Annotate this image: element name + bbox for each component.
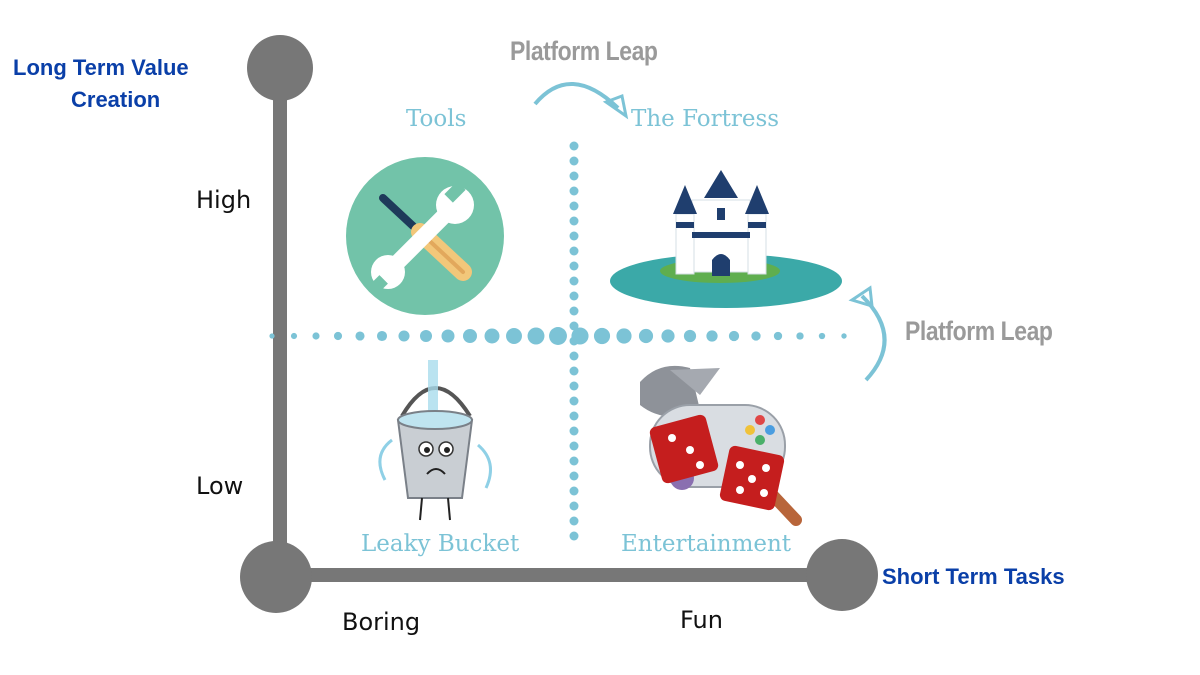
divider-dot [569, 246, 579, 256]
divider-dot [593, 327, 611, 345]
divider-dot [569, 471, 579, 481]
divider-dot [569, 516, 579, 526]
divider-dot [269, 333, 275, 339]
y-axis-title-line2: Creation [71, 87, 161, 112]
right-leap-arrow [848, 285, 887, 382]
divider-dot [818, 332, 826, 340]
y-axis-high-label: High [196, 186, 252, 214]
x-axis-title: Short Term Tasks [882, 564, 1065, 589]
divider-dot [569, 231, 579, 241]
divider-dot [569, 276, 579, 286]
divider-dot [569, 336, 579, 346]
quadrant-label-tools: Tools [406, 106, 467, 132]
divider-dot [355, 331, 365, 341]
divider-dot [419, 329, 433, 343]
divider-dot [638, 328, 654, 344]
divider-dot [569, 216, 579, 226]
horizontal-divider [269, 327, 847, 345]
divider-dot [569, 456, 579, 466]
y-axis-end-node [247, 35, 313, 101]
divider-dot [751, 331, 761, 341]
divider-dot [616, 328, 632, 344]
divider-dot [841, 333, 847, 339]
divider-dot [398, 330, 410, 342]
divider-dot [683, 329, 697, 343]
quadrant-label-leaky-bucket: Leaky Bucket [361, 531, 520, 557]
divider-dot [569, 321, 579, 331]
divider-dot [569, 201, 579, 211]
divider-dot [706, 330, 718, 342]
quadrant-label-fortress: The Fortress [631, 106, 780, 132]
platform-leap-right-label: Platform Leap [905, 316, 1053, 346]
divider-dot [312, 332, 320, 340]
y-axis-low-label: Low [196, 472, 244, 500]
divider-dot [569, 141, 579, 151]
divider-dot [661, 329, 675, 343]
divider-dot [569, 306, 579, 316]
divider-dot [569, 366, 579, 376]
divider-dot [569, 411, 579, 421]
divider-dot [569, 186, 579, 196]
divider-dot [569, 396, 579, 406]
quadrant-label-entertainment: Entertainment [621, 531, 792, 557]
divider-dot [773, 331, 783, 341]
divider-dot [333, 331, 343, 341]
divider-dot [569, 171, 579, 181]
x-axis-low-label: Boring [342, 608, 421, 636]
tools-icon [346, 157, 504, 315]
origin-node [240, 541, 312, 613]
divider-dot [569, 291, 579, 301]
top-leap-arrow [533, 82, 629, 120]
divider-dot [569, 501, 579, 511]
divider-dot [441, 329, 455, 343]
divider-dot [569, 486, 579, 496]
divider-dot [290, 332, 298, 340]
divider-dot [376, 330, 388, 342]
divider-dot [569, 441, 579, 451]
divider-dot [484, 328, 500, 344]
divider-dot [569, 426, 579, 436]
y-axis-title-line1: Long Term Value [13, 55, 189, 80]
divider-dot [506, 328, 522, 344]
divider-dot [569, 531, 579, 541]
divider-dot [569, 261, 579, 271]
divider-dot [569, 156, 579, 166]
divider-dot [569, 381, 579, 391]
divider-dot [463, 329, 477, 343]
divider-dot [527, 327, 545, 345]
leaky-bucket-icon [378, 360, 492, 521]
vertical-divider [569, 141, 579, 541]
divider-dot [728, 330, 740, 342]
divider-dot [569, 351, 579, 361]
y-axis-title: Long Term Value Creation [13, 52, 243, 116]
game-controller-dice-icon [640, 365, 802, 526]
castle-icon [610, 170, 842, 308]
x-axis-end-node [806, 539, 878, 611]
divider-dot [796, 332, 804, 340]
divider-dot [549, 327, 567, 345]
platform-leap-top-label: Platform Leap [510, 36, 658, 66]
x-axis-high-label: Fun [680, 606, 723, 634]
